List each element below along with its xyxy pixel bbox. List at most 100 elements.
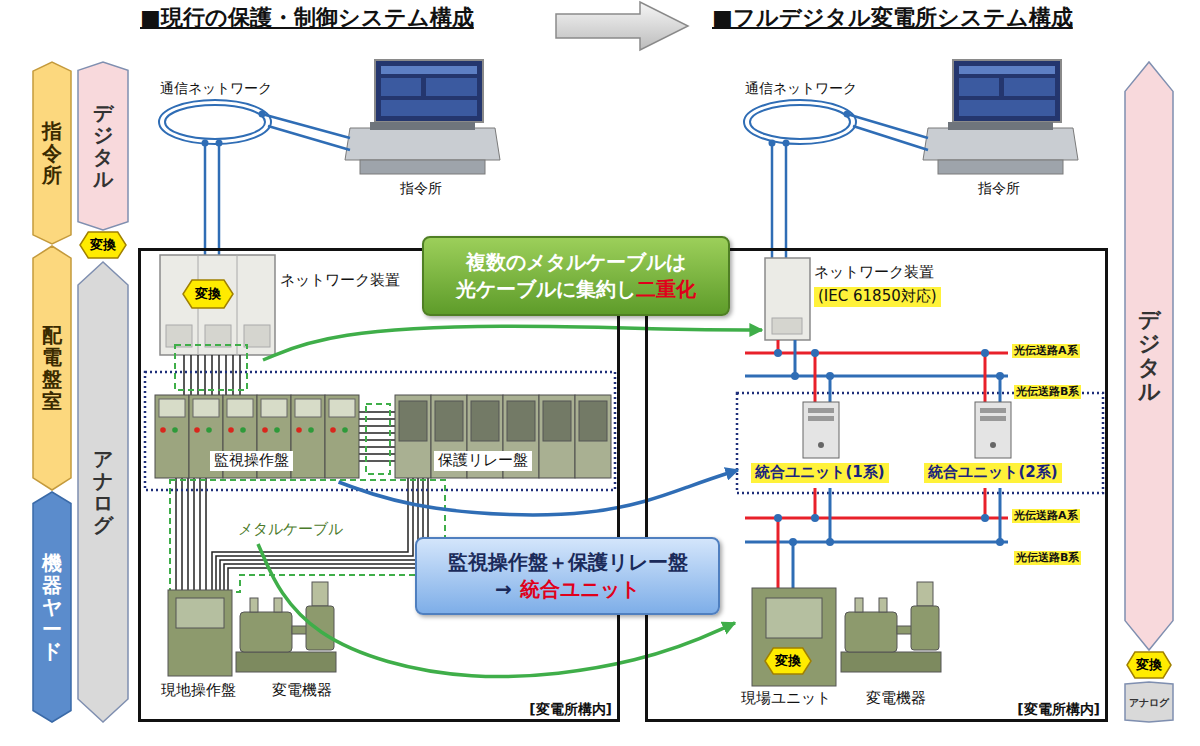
- text-holder: [変電所構内]: [529, 699, 612, 718]
- flow-arrow: [263, 326, 762, 360]
- node-text: アナログ: [93, 448, 113, 536]
- indicator-lamp: [308, 427, 314, 433]
- dot: [826, 372, 834, 380]
- monitor-cabinet: [325, 395, 359, 478]
- region-band: 機器ヤード: [33, 492, 71, 722]
- equipment-label: 変電機器: [272, 681, 332, 701]
- relay-cabinet: [575, 395, 611, 478]
- node-text: メタルケーブル: [238, 520, 343, 540]
- callout-box: 監視操作盤＋保護リレー盤→統合ユニット: [415, 537, 720, 615]
- cabinet-window: [227, 399, 253, 417]
- text-holder: (IEC 61850対応): [814, 286, 941, 307]
- dot: [844, 111, 851, 118]
- cable: [228, 478, 428, 590]
- node-text: ネットワーク装置: [814, 263, 934, 283]
- cable: [199, 478, 201, 590]
- node-text: ネットワーク装置: [280, 271, 400, 291]
- cabinet-window: [193, 399, 219, 417]
- network-ring: [159, 100, 271, 144]
- label-holder: 光伝送路B系: [1014, 546, 1081, 565]
- relay-window: [399, 401, 427, 441]
- monitor-panel: 監視操作盤: [152, 392, 364, 482]
- dot: [996, 538, 1004, 546]
- cabinet-window: [261, 399, 287, 417]
- cable: [225, 355, 227, 395]
- dot: [826, 538, 834, 546]
- text-holder: 監視操作盤: [210, 450, 293, 471]
- cabinet-door: [237, 255, 238, 355]
- indicator-lamp: [160, 427, 166, 433]
- label-holder: ■現行の保護・制御システム構成: [140, 4, 474, 33]
- text-holder: 保護リレー盤: [434, 450, 532, 471]
- conversion-hexagon: 変換: [765, 648, 811, 674]
- server-led: [818, 442, 824, 448]
- node-text: 統合ユニット(1系): [751, 463, 888, 483]
- cable: [220, 478, 418, 590]
- cable: [205, 478, 207, 590]
- cabinet-window: [329, 399, 355, 417]
- drop-b: [792, 542, 795, 588]
- server-body: [803, 402, 839, 458]
- node-text: 複数のメタルケーブルは: [424, 249, 728, 276]
- conversion-hexagon: 変換: [80, 232, 126, 258]
- shape-outline: [1125, 62, 1173, 650]
- cable: [193, 478, 195, 590]
- wire: [847, 114, 928, 138]
- panel-cabinets: [155, 395, 611, 478]
- relay-window: [507, 401, 535, 441]
- cable-bundle-outline: [366, 404, 390, 474]
- wire: [262, 114, 350, 138]
- monitor-cabinet: [291, 395, 325, 478]
- substation-frame: ネットワーク装置 (IEC 61850対応) 統合ユニット(1系) 統合ユニット(2系…: [645, 248, 1108, 722]
- relay-window: [471, 401, 499, 441]
- dot: [811, 514, 819, 522]
- local-panel: 現地操作盤: [155, 586, 250, 702]
- node-text: 統合ユニット(2系): [924, 463, 1061, 483]
- indicator-lamp: [274, 427, 280, 433]
- panel-group-outline: [145, 372, 615, 490]
- callout-box: 複数のメタルケーブルは光ケーブルに集約し二重化: [422, 236, 730, 316]
- panel-heading: ■フルデジタル変電所システム構成: [712, 4, 1073, 33]
- relay-cabinet: [539, 395, 575, 478]
- node-text: 変換: [1136, 658, 1162, 672]
- cable-bundle-outline: [170, 480, 445, 592]
- shape-outline: [1127, 652, 1171, 678]
- indicator-lamp: [330, 427, 336, 433]
- cable-bundle-outline: [175, 345, 247, 390]
- text-holder: 統合ユニット(1系): [738, 462, 902, 483]
- dot: [774, 349, 782, 357]
- local-panel-body: [168, 590, 232, 676]
- wire: [204, 143, 207, 255]
- flow-arrow: [339, 470, 738, 515]
- node-text: →: [495, 576, 512, 603]
- node-text: 統合ユニット: [520, 576, 640, 603]
- wire: [771, 143, 774, 258]
- line-label: 光伝送路A系: [1012, 344, 1080, 358]
- node-text: デジタル: [1138, 308, 1160, 405]
- cable: [359, 446, 395, 448]
- drop-a: [984, 488, 987, 518]
- unit-group-outline: [737, 393, 1103, 493]
- console-symbol: [345, 60, 500, 174]
- dot: [216, 140, 223, 147]
- integrated-unit: 統合ユニット(2系): [910, 398, 1076, 488]
- optical-line-b: [745, 541, 1008, 544]
- label-holder: 指令所: [978, 178, 1020, 197]
- server-body: [975, 402, 1011, 458]
- relay-window: [435, 401, 463, 441]
- indicator-lamp: [240, 427, 246, 433]
- node-text: 現場ユニット: [741, 689, 831, 709]
- server-slot: [980, 408, 1006, 413]
- indicator-lamp: [206, 427, 212, 433]
- cabinet-vent: [772, 318, 802, 334]
- line-label: 光伝送路A系: [1012, 509, 1080, 523]
- indicator-lamp: [296, 427, 302, 433]
- node-text: デジタル: [93, 102, 113, 190]
- drop-b: [829, 488, 832, 542]
- drop-a: [814, 353, 817, 402]
- label-holder: 光伝送路A系: [1012, 504, 1080, 523]
